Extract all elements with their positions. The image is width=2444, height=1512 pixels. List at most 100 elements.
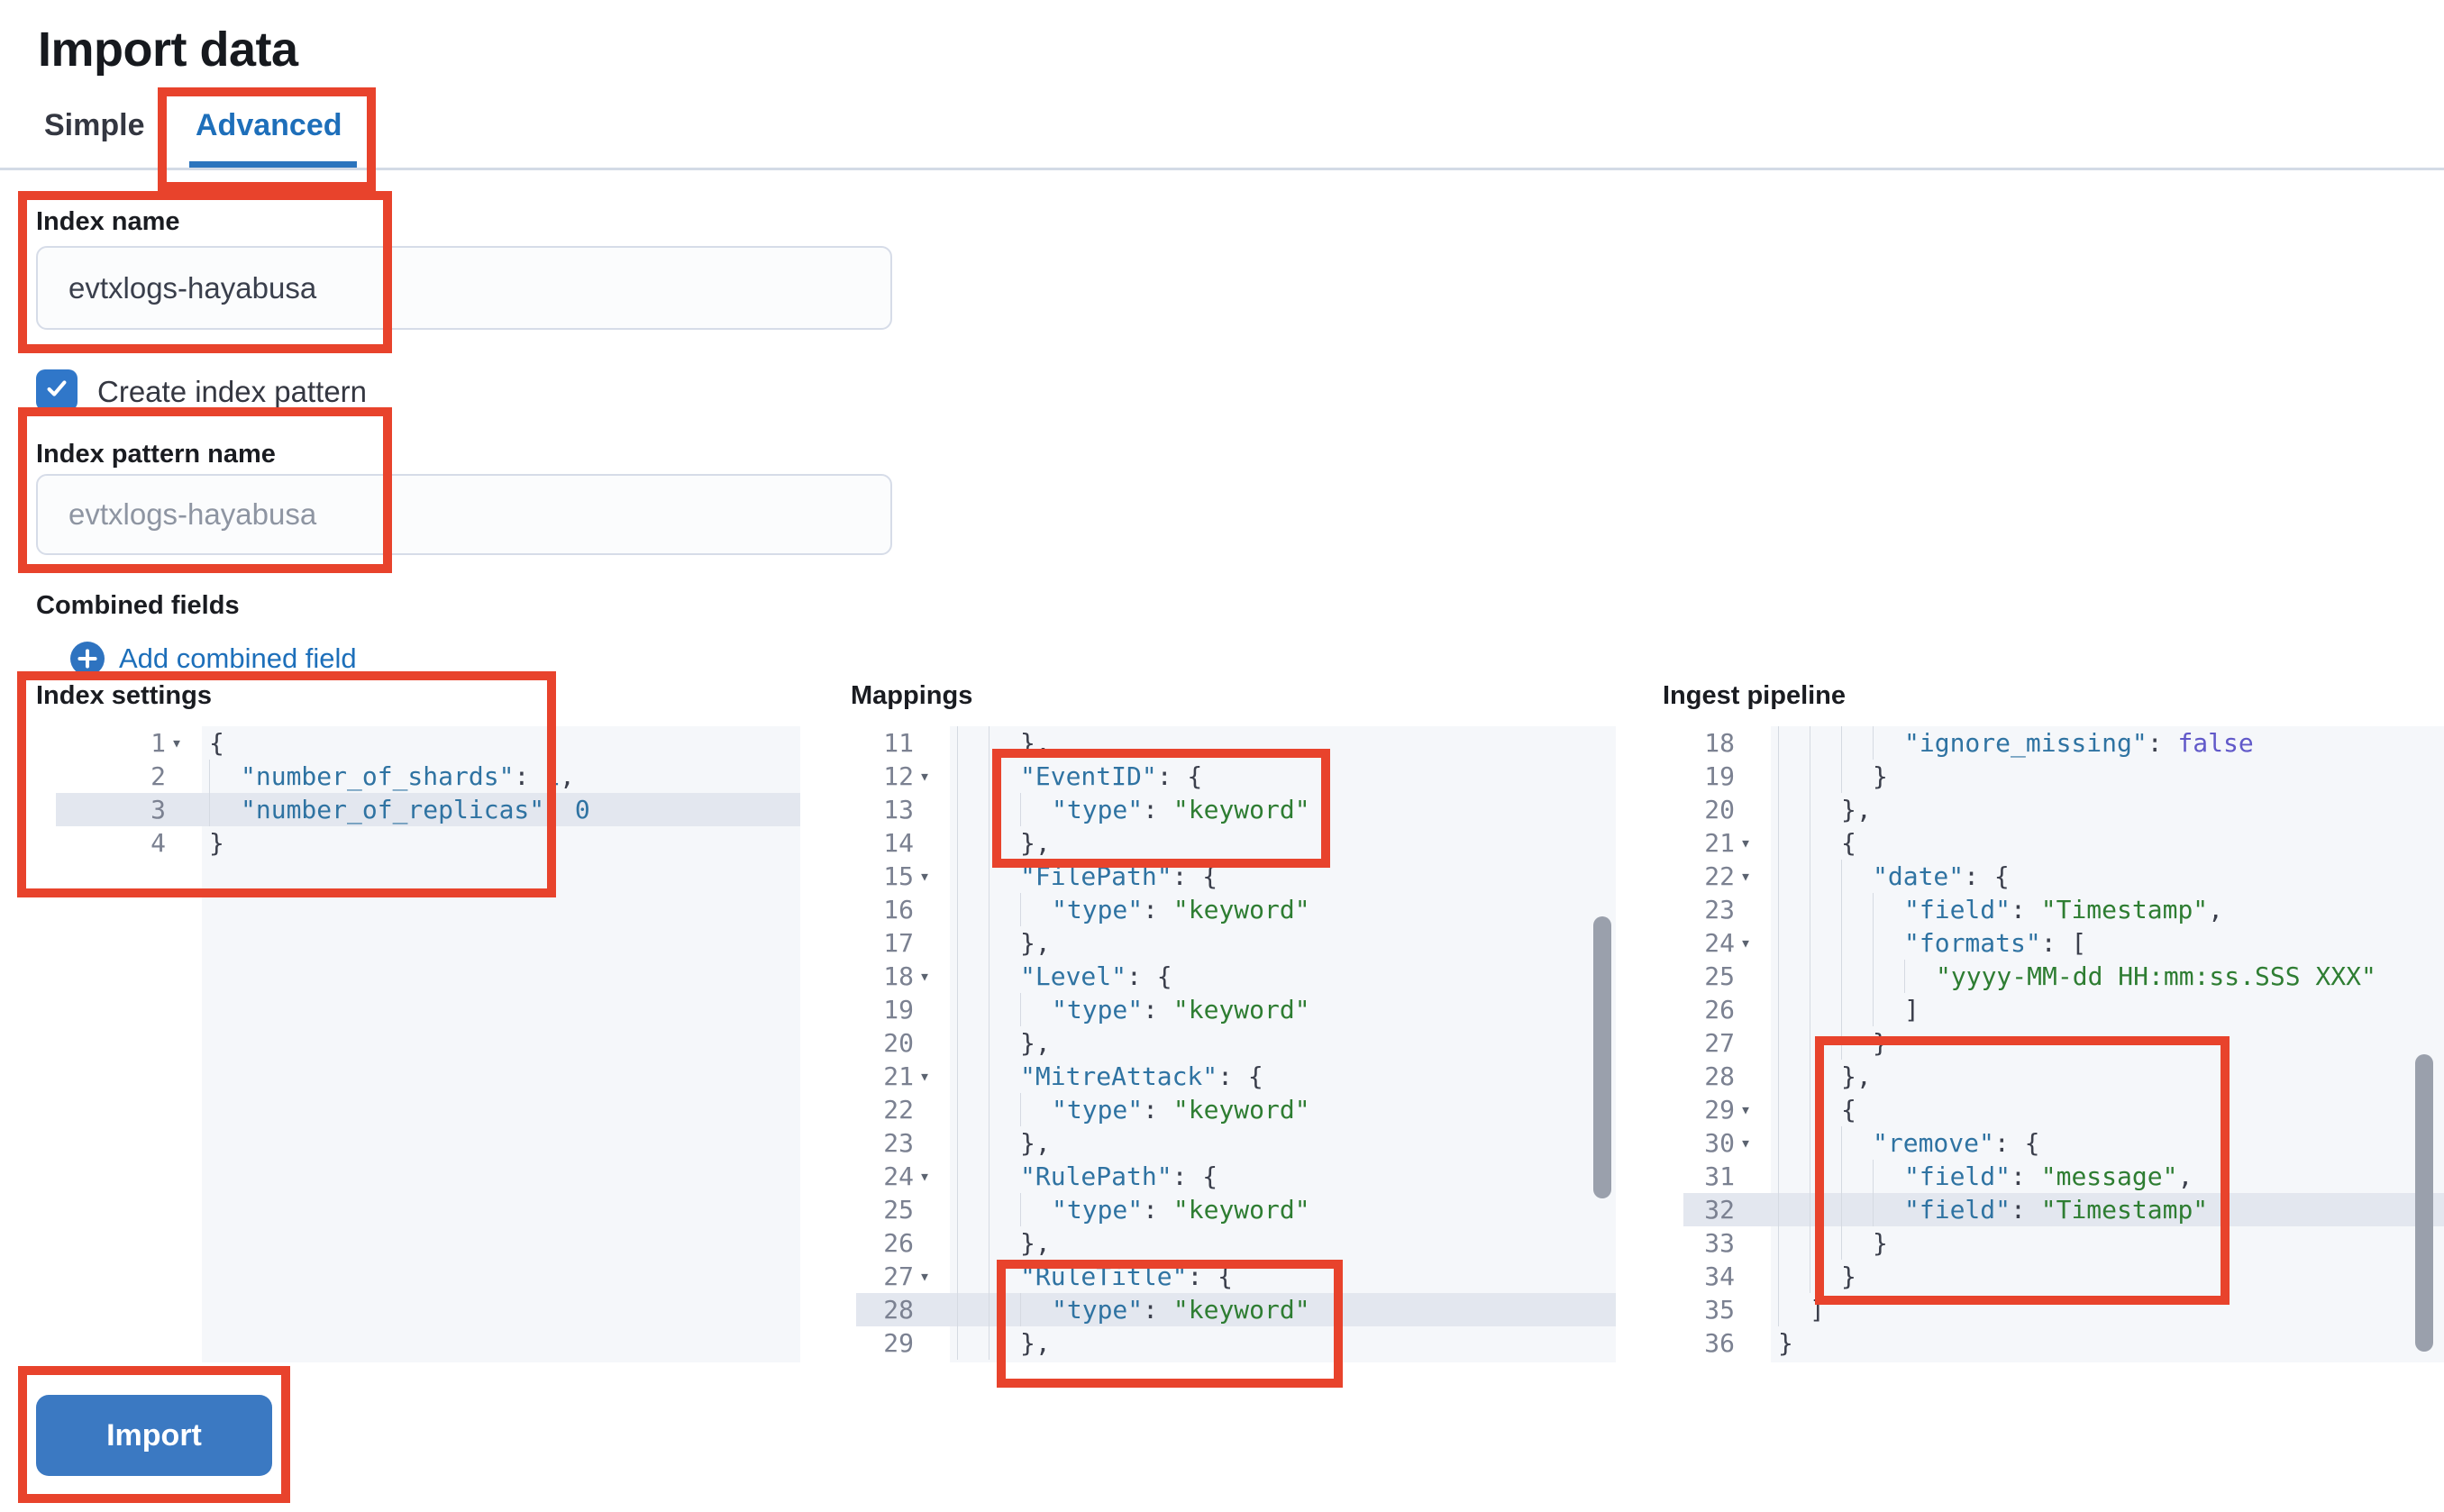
code-line[interactable]: 12▾"EventID": {: [856, 760, 1616, 793]
line-number: 23: [1704, 895, 1735, 925]
ingest-pipeline-scrollbar[interactable]: [2415, 1054, 2433, 1352]
code-line[interactable]: 33}: [1683, 1226, 2444, 1260]
line-number: 31: [1704, 1161, 1735, 1191]
code-line[interactable]: 3"number_of_replicas": 0: [56, 793, 800, 826]
code-line[interactable]: 24▾"RulePath": {: [856, 1160, 1616, 1193]
code-line[interactable]: 26},: [856, 1226, 1616, 1260]
header-divider: [0, 168, 2444, 170]
code-line[interactable]: 20},: [856, 1026, 1616, 1060]
code-line[interactable]: 1▾{: [56, 726, 800, 760]
code-line[interactable]: 32"field": "Timestamp": [1683, 1193, 2444, 1226]
code-line[interactable]: 31"field": "message",: [1683, 1160, 2444, 1193]
code-line[interactable]: 27}: [1683, 1026, 2444, 1060]
fold-arrow-icon[interactable]: ▾: [1740, 1098, 1752, 1120]
fold-arrow-icon[interactable]: ▾: [1740, 932, 1752, 953]
code-line[interactable]: 27▾"RuleTitle": {: [856, 1260, 1616, 1293]
index-settings-editor[interactable]: 1▾{2"number_of_shards": 1,3"number_of_re…: [56, 726, 800, 1362]
line-number: 19: [883, 995, 914, 1025]
line-number: 16: [883, 895, 914, 925]
code-line[interactable]: 23},: [856, 1126, 1616, 1160]
code-line[interactable]: 22"type": "keyword": [856, 1093, 1616, 1126]
add-combined-field-link[interactable]: Add combined field: [70, 642, 357, 676]
line-number: 19: [1704, 761, 1735, 791]
checkmark-icon: [43, 375, 70, 406]
code-line[interactable]: 17},: [856, 926, 1616, 960]
fold-arrow-icon[interactable]: ▾: [919, 1165, 931, 1187]
code-line[interactable]: 13"type": "keyword": [856, 793, 1616, 826]
code-line[interactable]: 19}: [1683, 760, 2444, 793]
line-number: 22: [1704, 861, 1735, 891]
line-number: 1: [150, 728, 166, 758]
code-line[interactable]: 4}: [56, 826, 800, 860]
line-number: 28: [883, 1295, 914, 1325]
code-line[interactable]: 21▾"MitreAttack": {: [856, 1060, 1616, 1093]
code-line[interactable]: 25"type": "keyword": [856, 1193, 1616, 1226]
code-line[interactable]: 34}: [1683, 1260, 2444, 1293]
editor-empty-area[interactable]: [56, 860, 800, 1362]
code-line[interactable]: 21▾{: [1683, 826, 2444, 860]
create-index-pattern-checkbox[interactable]: [36, 369, 78, 411]
code-line[interactable]: 19"type": "keyword": [856, 993, 1616, 1026]
mappings-scrollbar[interactable]: [1593, 916, 1611, 1198]
page-title: Import data: [38, 23, 298, 77]
code-line[interactable]: 18"ignore_missing": false: [1683, 726, 2444, 760]
index-name-input[interactable]: [36, 246, 892, 330]
code-line[interactable]: 23"field": "Timestamp",: [1683, 893, 2444, 926]
code-line[interactable]: 11},: [856, 726, 1616, 760]
fold-arrow-icon[interactable]: ▾: [919, 865, 931, 887]
fold-arrow-icon[interactable]: ▾: [919, 1065, 931, 1087]
tab-simple[interactable]: Simple: [44, 108, 145, 142]
plus-in-circle-icon: [70, 642, 105, 676]
index-pattern-name-input[interactable]: [36, 474, 892, 555]
fold-arrow-icon[interactable]: ▾: [1740, 865, 1752, 887]
mappings-editor[interactable]: 11},12▾"EventID": {13"type": "keyword"14…: [856, 726, 1616, 1362]
tab-advanced[interactable]: Advanced: [196, 108, 342, 142]
line-number: 18: [1704, 728, 1735, 758]
editor-empty-area[interactable]: [1683, 1360, 2444, 1362]
fold-arrow-icon[interactable]: ▾: [919, 1265, 931, 1287]
editor-empty-area[interactable]: [856, 1360, 1616, 1362]
line-number: 15: [883, 861, 914, 891]
line-number: 27: [1704, 1028, 1735, 1058]
code-line[interactable]: 36}: [1683, 1326, 2444, 1360]
line-number: 22: [883, 1095, 914, 1125]
code-line[interactable]: 35]: [1683, 1293, 2444, 1326]
code-line[interactable]: 28"type": "keyword": [856, 1293, 1616, 1326]
line-number: 26: [1704, 995, 1735, 1025]
line-number: 24: [883, 1161, 914, 1191]
code-line[interactable]: 29},: [856, 1326, 1616, 1360]
import-button[interactable]: Import: [36, 1395, 272, 1476]
line-number: 20: [1704, 795, 1735, 824]
fold-arrow-icon[interactable]: ▾: [1740, 832, 1752, 853]
code-line[interactable]: 26]: [1683, 993, 2444, 1026]
line-number: 17: [883, 928, 914, 958]
line-number: 26: [883, 1228, 914, 1258]
line-number: 34: [1704, 1262, 1735, 1291]
code-line[interactable]: 2"number_of_shards": 1,: [56, 760, 800, 793]
code-line[interactable]: 18▾"Level": {: [856, 960, 1616, 993]
line-number: 24: [1704, 928, 1735, 958]
line-number: 21: [1704, 828, 1735, 858]
code-line[interactable]: 24▾"formats": [: [1683, 926, 2444, 960]
fold-arrow-icon[interactable]: ▾: [171, 732, 183, 753]
line-number: 28: [1704, 1061, 1735, 1091]
code-line[interactable]: 16"type": "keyword": [856, 893, 1616, 926]
create-index-pattern-label: Create index pattern: [97, 375, 368, 408]
fold-arrow-icon[interactable]: ▾: [919, 965, 931, 987]
code-line[interactable]: 29▾{: [1683, 1093, 2444, 1126]
line-number: 20: [883, 1028, 914, 1058]
code-line[interactable]: 22▾"date": {: [1683, 860, 2444, 893]
code-line[interactable]: 28},: [1683, 1060, 2444, 1093]
line-number: 32: [1704, 1195, 1735, 1225]
code-line[interactable]: 20},: [1683, 793, 2444, 826]
ingest-pipeline-label: Ingest pipeline: [1663, 681, 1847, 710]
code-line[interactable]: 25"yyyy-MM-dd HH:mm:ss.SSS XXX": [1683, 960, 2444, 993]
code-line[interactable]: 30▾"remove": {: [1683, 1126, 2444, 1160]
line-number: 25: [1704, 961, 1735, 991]
fold-arrow-icon[interactable]: ▾: [1740, 1132, 1752, 1153]
line-number: 25: [883, 1195, 914, 1225]
code-line[interactable]: 15▾"FilePath": {: [856, 860, 1616, 893]
code-line[interactable]: 14},: [856, 826, 1616, 860]
fold-arrow-icon[interactable]: ▾: [919, 765, 931, 787]
